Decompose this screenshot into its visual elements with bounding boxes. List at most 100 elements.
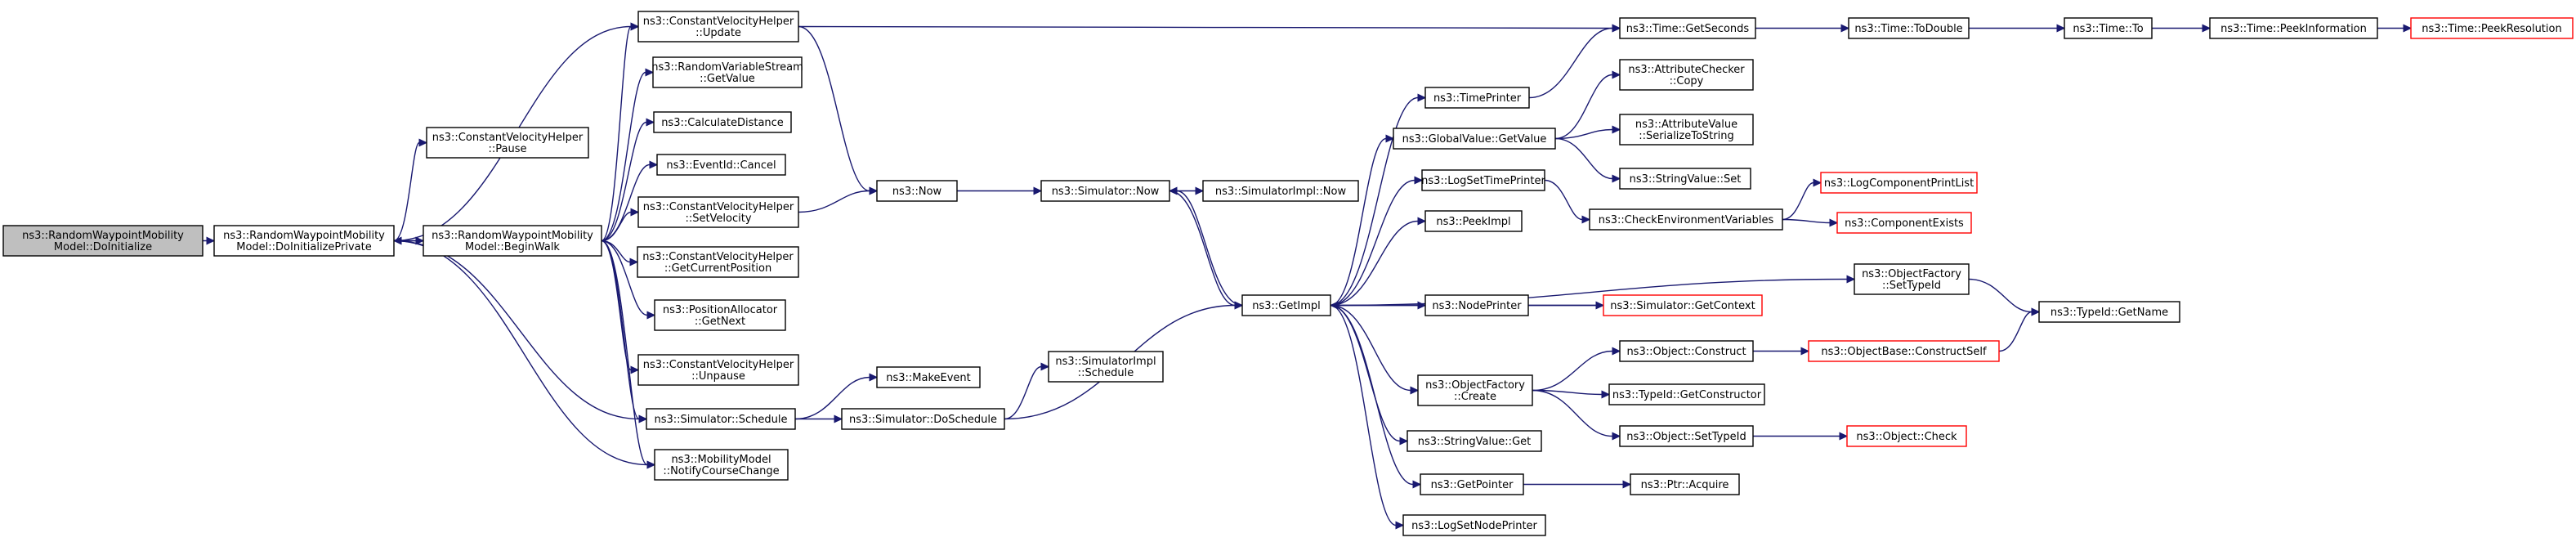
node-sim-schedule[interactable]: ns3::Simulator::Schedule <box>646 408 796 430</box>
node-box <box>1846 425 1967 447</box>
node-obj-check[interactable]: ns3::Object::Check <box>1846 425 1967 447</box>
node-box <box>1407 430 1542 452</box>
arrowhead-icon <box>1399 437 1409 446</box>
node-cvh-setvel[interactable]: ns3::ConstantVelocityHelper::SetVelocity <box>637 196 799 228</box>
arrowhead-icon <box>1839 432 1849 441</box>
node-time-getsec[interactable]: ns3::Time::GetSeconds <box>1619 17 1756 39</box>
arrowhead-icon <box>645 68 655 77</box>
node-time-peekres[interactable]: ns3::Time::PeekResolution <box>2410 17 2574 39</box>
node-objbase-cs[interactable]: ns3::ObjectBase::ConstructSelf <box>1808 340 2000 362</box>
edge-line <box>1554 74 1613 140</box>
node-box <box>1040 180 1170 202</box>
node-label: ::Copy <box>1670 75 1704 87</box>
node-obj-settypeid[interactable]: ns3::Object::SetTypeId <box>1619 425 1754 447</box>
node-box <box>1402 514 1546 536</box>
node-attrchecker[interactable]: ns3::AttributeChecker::Copy <box>1619 59 1754 91</box>
node-box <box>646 408 796 430</box>
node-doinitpriv[interactable]: ns3::RandomWaypointMobilityModel::DoInit… <box>213 225 395 257</box>
node-typeid-getname[interactable]: ns3::TypeId::GetName <box>2038 301 2180 323</box>
node-logsettime[interactable]: ns3::LogSetTimePrinter <box>1421 169 1545 191</box>
arrowhead-icon <box>1840 24 1850 33</box>
node-ptr-acquire[interactable]: ns3::Ptr::Acquire <box>1630 473 1740 495</box>
node-simimpl-sched[interactable]: ns3::SimulatorImpl::Schedule <box>1048 351 1164 383</box>
node-box <box>1630 473 1740 495</box>
edge-obj-settypeid-to-obj-check <box>1752 432 1849 441</box>
node-label: ns3::Time::PeekResolution <box>2422 23 2561 35</box>
node-label: ns3::CalculateDistance <box>661 117 784 129</box>
node-box <box>1848 17 1970 39</box>
node-sim-getctx[interactable]: ns3::Simulator::GetContext <box>1603 294 1763 316</box>
arrowhead-icon <box>206 236 216 245</box>
edge-line <box>1330 278 1848 307</box>
node-sim-dosched[interactable]: ns3::Simulator::DoSchedule <box>841 408 1005 430</box>
node-getimpl[interactable]: ns3::GetImpl <box>1241 294 1331 316</box>
node-label: ::SetTypeId <box>1882 280 1941 292</box>
edge-gv-getvalue-to-attrvalue <box>1554 125 1621 140</box>
node-simimpl-now[interactable]: ns3::SimulatorImpl::Now <box>1202 180 1359 202</box>
node-peekimpl[interactable]: ns3::PeekImpl <box>1424 210 1523 232</box>
node-time-to[interactable]: ns3::Time::To <box>2064 17 2153 39</box>
node-cvh-pause[interactable]: ns3::ConstantVelocityHelper::Pause <box>426 127 589 159</box>
node-cvh-update[interactable]: ns3::ConstantVelocityHelper::Update <box>637 11 799 43</box>
node-eventcancel[interactable]: ns3::EventId::Cancel <box>656 154 786 176</box>
node-label: ::SerializeToString <box>1639 130 1733 142</box>
node-cvh-unpause[interactable]: ns3::ConstantVelocityHelper::Unpause <box>637 354 799 386</box>
node-getpointer[interactable]: ns3::GetPointer <box>1420 473 1524 495</box>
node-of-settypeid[interactable]: ns3::ObjectFactory::SetTypeId <box>1854 263 1970 295</box>
edge-getimpl-to-of-create <box>1330 304 1420 395</box>
node-label: Model::BeginWalk <box>465 241 560 253</box>
node-time-peekinfo[interactable]: ns3::Time::PeekInformation <box>2209 17 2378 39</box>
node-cvh-getpos[interactable]: ns3::ConstantVelocityHelper::GetCurrentP… <box>637 246 799 278</box>
node-box <box>1619 114 1754 146</box>
node-label: ::Create <box>1454 391 1496 403</box>
arrowhead-icon <box>1410 386 1420 395</box>
arrowhead-icon <box>869 373 879 382</box>
node-label: ns3::StringValue::Set <box>1630 173 1742 186</box>
node-box <box>654 299 786 331</box>
node-label: ns3::Simulator::DoSchedule <box>849 414 997 426</box>
edge-sim-schedule-to-makeevent <box>794 373 879 420</box>
edge-line <box>393 141 420 242</box>
node-obj-construct[interactable]: ns3::Object::Construct <box>1619 340 1754 362</box>
edge-line <box>1330 304 1401 442</box>
node-timeprinter[interactable]: ns3::TimePrinter <box>1424 87 1530 109</box>
node-beginwalk[interactable]: ns3::RandomWaypointMobilityModel::BeginW… <box>423 225 602 257</box>
node-logcomplist[interactable]: ns3::LogComponentPrintList <box>1820 172 1978 194</box>
node-box <box>213 225 395 257</box>
node-label: ns3::AttributeChecker <box>1628 64 1745 76</box>
node-label: ::Update <box>695 27 741 39</box>
node-time-todouble[interactable]: ns3::Time::ToDouble <box>1848 17 1970 39</box>
node-calcdist[interactable]: ns3::CalculateDistance <box>653 111 792 133</box>
edge-getimpl-to-getpointer <box>1330 304 1422 489</box>
node-root[interactable]: ns3::RandomWaypointMobilityModel::DoInit… <box>2 225 203 257</box>
arrowhead-icon <box>1395 521 1405 530</box>
node-makeevent[interactable]: ns3::MakeEvent <box>876 366 981 388</box>
node-typeid-getctor[interactable]: ns3::TypeId::GetConstructor <box>1608 383 1765 405</box>
arrowhead-icon <box>1040 362 1050 371</box>
node-sv-set[interactable]: ns3::StringValue::Set <box>1619 168 1751 190</box>
node-label: ns3::MakeEvent <box>886 372 971 384</box>
arrowhead-icon <box>646 118 655 127</box>
edge-beginwalk-to-calcdist <box>601 118 655 242</box>
node-now[interactable]: ns3::Now <box>876 180 958 202</box>
node-box <box>876 180 958 202</box>
node-posalloc[interactable]: ns3::PositionAllocator::GetNext <box>654 299 786 331</box>
node-checkenv[interactable]: ns3::CheckEnvironmentVariables <box>1589 208 1783 231</box>
node-of-create[interactable]: ns3::ObjectFactory::Create <box>1417 374 1533 406</box>
node-compexists[interactable]: ns3::ComponentExists <box>1836 212 1972 234</box>
node-rvs-getvalue[interactable]: ns3::RandomVariableStream::GetValue <box>651 56 803 88</box>
node-notifycourse[interactable]: ns3::MobilityModel::NotifyCourseChange <box>654 449 789 481</box>
node-label: ns3::StringValue::Get <box>1418 436 1531 448</box>
node-gv-getvalue[interactable]: ns3::GlobalValue::GetValue <box>1393 128 1556 150</box>
node-box <box>1854 263 1970 295</box>
node-sim-now[interactable]: ns3::Simulator::Now <box>1040 180 1170 202</box>
arrowhead-icon <box>630 22 640 31</box>
arrowhead-icon <box>1612 347 1621 356</box>
edge-line <box>1330 304 1397 526</box>
node-attrvalue[interactable]: ns3::AttributeValue::SerializeToString <box>1619 114 1754 146</box>
node-nodeprinter[interactable]: ns3::NodePrinter <box>1424 294 1529 316</box>
edge-cvh-setvel-to-now <box>798 186 879 213</box>
node-logsetnode[interactable]: ns3::LogSetNodePrinter <box>1402 514 1546 536</box>
node-sv-get[interactable]: ns3::StringValue::Get <box>1407 430 1542 452</box>
